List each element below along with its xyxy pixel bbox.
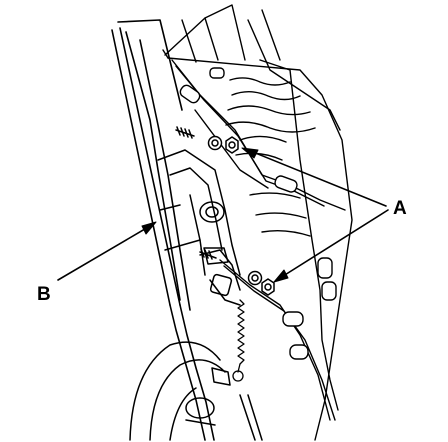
callout-a-arrowhead-upper	[241, 147, 259, 159]
callout-b-arrowhead	[141, 221, 157, 235]
callout-a-arrowhead-lower	[273, 269, 289, 283]
callout-a-leader	[247, 149, 389, 279]
recliner-disc	[129, 341, 263, 441]
seat-back-panel	[162, 4, 353, 441]
mounting-bolts	[175, 126, 275, 296]
seat-frame-rail	[111, 19, 215, 441]
callout-label-a: A	[393, 198, 407, 219]
recliner-bracket	[157, 149, 241, 306]
callout-b-leader	[57, 225, 151, 281]
tension-spring	[232, 299, 245, 382]
callout-label-b: B	[37, 284, 51, 305]
harness-clips	[179, 67, 337, 360]
